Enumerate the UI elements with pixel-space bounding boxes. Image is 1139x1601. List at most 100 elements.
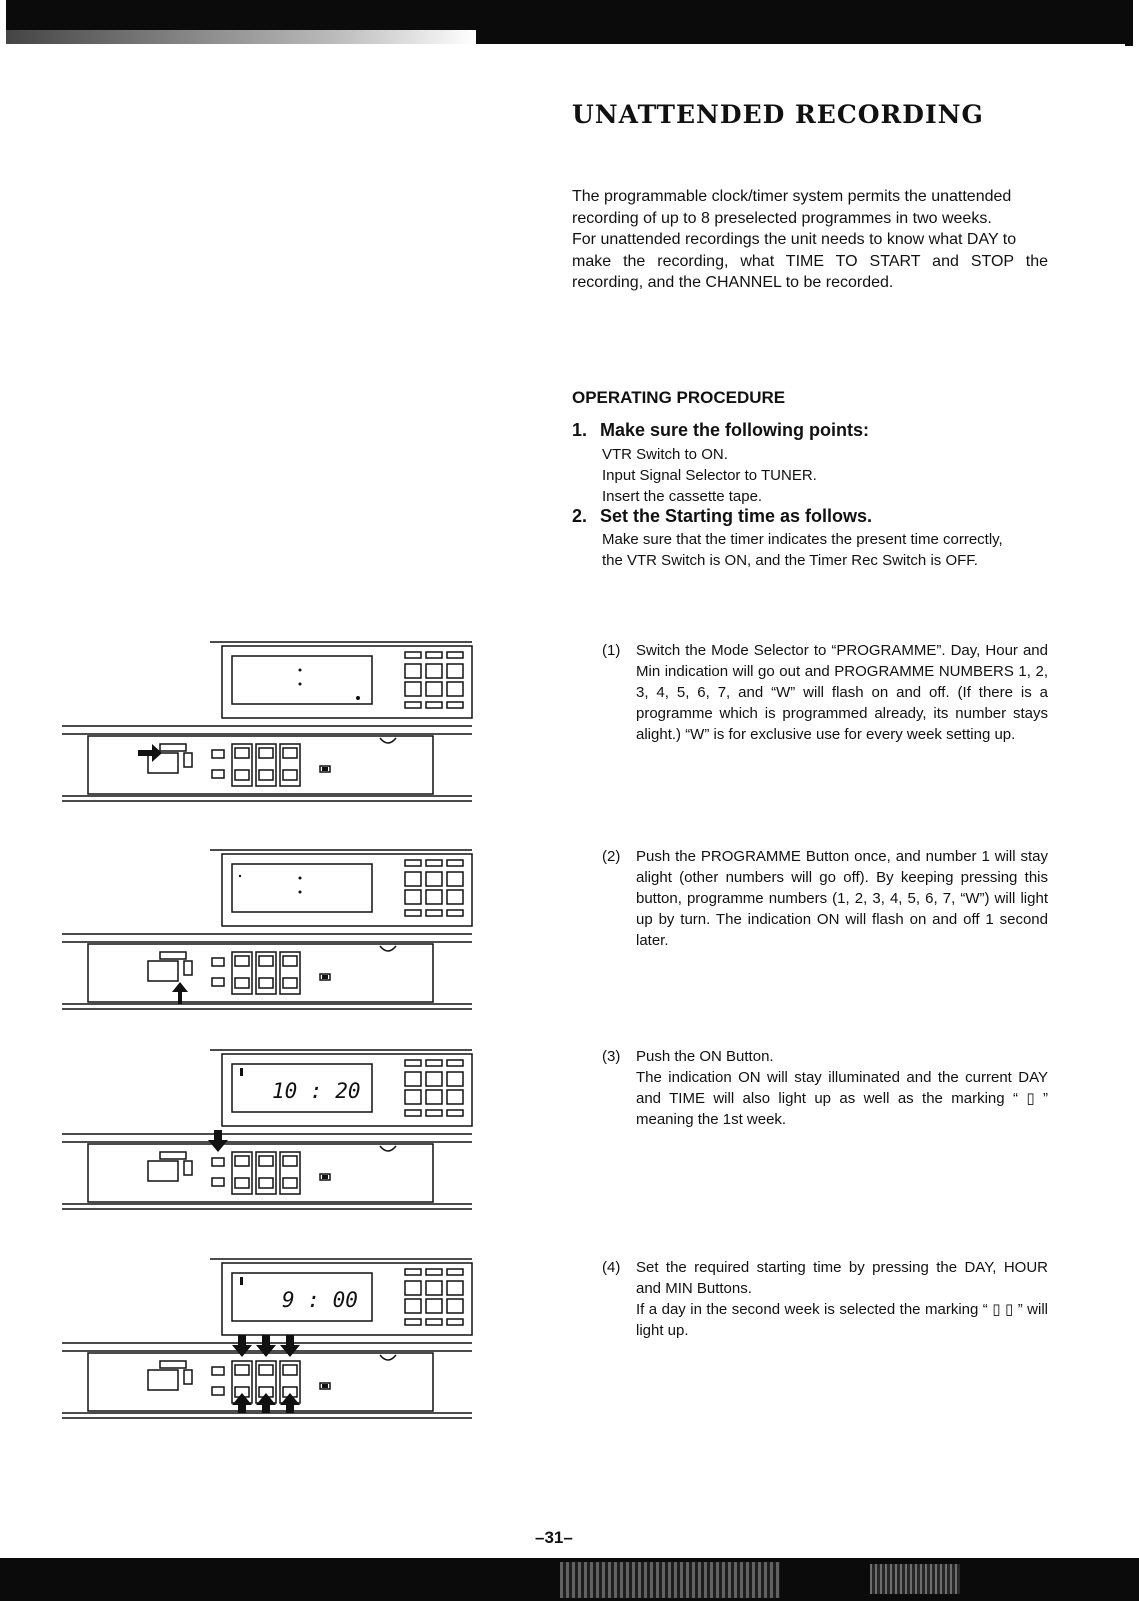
switch-fill — [322, 1384, 328, 1388]
indicator-segment — [446, 1318, 464, 1326]
timer-panel-figure-1 — [60, 638, 480, 803]
programme-number-box — [446, 889, 464, 905]
down-button — [234, 1177, 250, 1189]
intro-line: make the recording, what TIME TO START a… — [572, 252, 1048, 270]
indicator-segment — [425, 859, 443, 867]
checklist-item: VTR Switch to ON. — [602, 446, 728, 463]
intro-line: The programmable clock/timer system perm… — [572, 188, 1012, 205]
lcd-dot — [298, 876, 302, 880]
substep-number: (4) — [602, 1259, 621, 1276]
on-button — [211, 1366, 225, 1376]
hour-button-group — [255, 951, 277, 995]
timer-panel-figure-2 — [60, 846, 480, 1011]
programme-number-box — [446, 1280, 464, 1296]
down-button — [258, 1177, 274, 1189]
lcd-dot — [356, 696, 360, 700]
timer-panel-drawing: 9 : 00 — [62, 1258, 473, 1419]
programme-number-box — [404, 663, 422, 679]
page-title: UNATTENDED RECORDING — [572, 100, 984, 129]
lcd-time-readout: 9 : 00 — [282, 1288, 358, 1312]
programme-number-box — [446, 1071, 464, 1087]
lcd-dot — [238, 874, 242, 878]
programme-number-box — [425, 663, 443, 679]
switch-fill — [322, 1175, 328, 1179]
intro-line: For unattended recordings the unit needs… — [572, 231, 1017, 248]
hour-button-group — [255, 1151, 277, 1195]
programme-number-box — [404, 1280, 422, 1296]
indicator-segment — [446, 701, 464, 709]
display-housing — [221, 853, 473, 927]
lcd-window — [231, 1063, 373, 1113]
programme-number-box — [425, 1071, 443, 1087]
down-button — [234, 769, 250, 781]
lcd-time-readout: 10 : 20 — [272, 1079, 361, 1103]
programme-number-box — [404, 871, 422, 887]
mode-selector — [147, 752, 179, 774]
down-button — [258, 769, 274, 781]
first-week-mark — [240, 1277, 243, 1285]
step-2-line: Make sure that the timer indicates the p… — [602, 531, 1003, 548]
indicator-segment — [404, 1109, 422, 1117]
indicator-segment — [446, 651, 464, 659]
bottom-border-scan-noise — [560, 1562, 780, 1598]
mode-selector — [147, 960, 179, 982]
up-button — [234, 955, 250, 967]
indicator-segment — [446, 909, 464, 917]
indicator-segment — [425, 1109, 443, 1117]
step-1-heading: 1.Make sure the following points: — [572, 420, 869, 441]
tape-logo — [379, 1354, 397, 1361]
substep-4: (4) Set the required starting time by pr… — [602, 1257, 1048, 1341]
down-button — [282, 1177, 298, 1189]
step-2-number: 2. — [572, 506, 588, 526]
control-panel-housing — [87, 1143, 434, 1203]
up-button — [282, 1155, 298, 1167]
intro-paragraph: The programmable clock/timer system perm… — [572, 186, 1048, 294]
lcd-dot — [298, 682, 302, 686]
mode-selector-knob — [183, 1160, 193, 1176]
indicator-segment — [404, 1318, 422, 1326]
substep-line: Push the ON Button. — [636, 1048, 774, 1065]
indicator-segment — [446, 859, 464, 867]
programme-number-box — [425, 681, 443, 697]
lcd-window — [231, 655, 373, 705]
up-button — [258, 747, 274, 759]
programme-number-box — [446, 1298, 464, 1314]
programme-number-box — [425, 889, 443, 905]
pointer-arrow-icon — [138, 744, 162, 762]
substep-number: (3) — [602, 1048, 621, 1065]
timer-panel-drawing: 10 : 20 — [62, 1049, 473, 1210]
intro-line: recording of up to 8 preselected program… — [572, 209, 992, 227]
hour-button-group — [255, 743, 277, 787]
mode-selector-knob — [183, 752, 193, 768]
pointer-arrow-icon — [172, 982, 188, 1004]
programme-number-box — [446, 663, 464, 679]
indicator-segment — [446, 1268, 464, 1276]
off-button — [211, 977, 225, 987]
switch-fill — [322, 767, 328, 771]
off-button — [211, 769, 225, 779]
page-number: –31– — [535, 1528, 573, 1547]
down-button — [282, 769, 298, 781]
programme-number-box — [446, 681, 464, 697]
substep-number: (1) — [602, 642, 621, 659]
day-button-group — [231, 1151, 253, 1195]
min-button-group — [279, 1151, 301, 1195]
indicator-segment — [404, 909, 422, 917]
programme-number-box — [425, 1280, 443, 1296]
control-panel-housing — [87, 1352, 434, 1412]
step-1-title: Make sure the following points: — [600, 420, 870, 440]
on-button — [211, 1157, 225, 1167]
substep-number: (2) — [602, 848, 621, 865]
timer-panel-figure-3: 10 : 20 — [60, 1046, 480, 1211]
down-button — [234, 977, 250, 989]
pointer-arrow-icon — [232, 1335, 252, 1357]
timer-panel-drawing — [62, 641, 473, 802]
up-button — [282, 747, 298, 759]
display-housing — [221, 1053, 473, 1127]
check-label-box — [159, 743, 187, 752]
step-2-title: Set the Starting time as follows. — [600, 506, 873, 526]
substep-line: The indication ON will stay illuminated … — [636, 1069, 1048, 1128]
on-button — [211, 749, 225, 759]
timer-rec-switch — [319, 765, 331, 773]
check-label-box — [159, 951, 187, 960]
